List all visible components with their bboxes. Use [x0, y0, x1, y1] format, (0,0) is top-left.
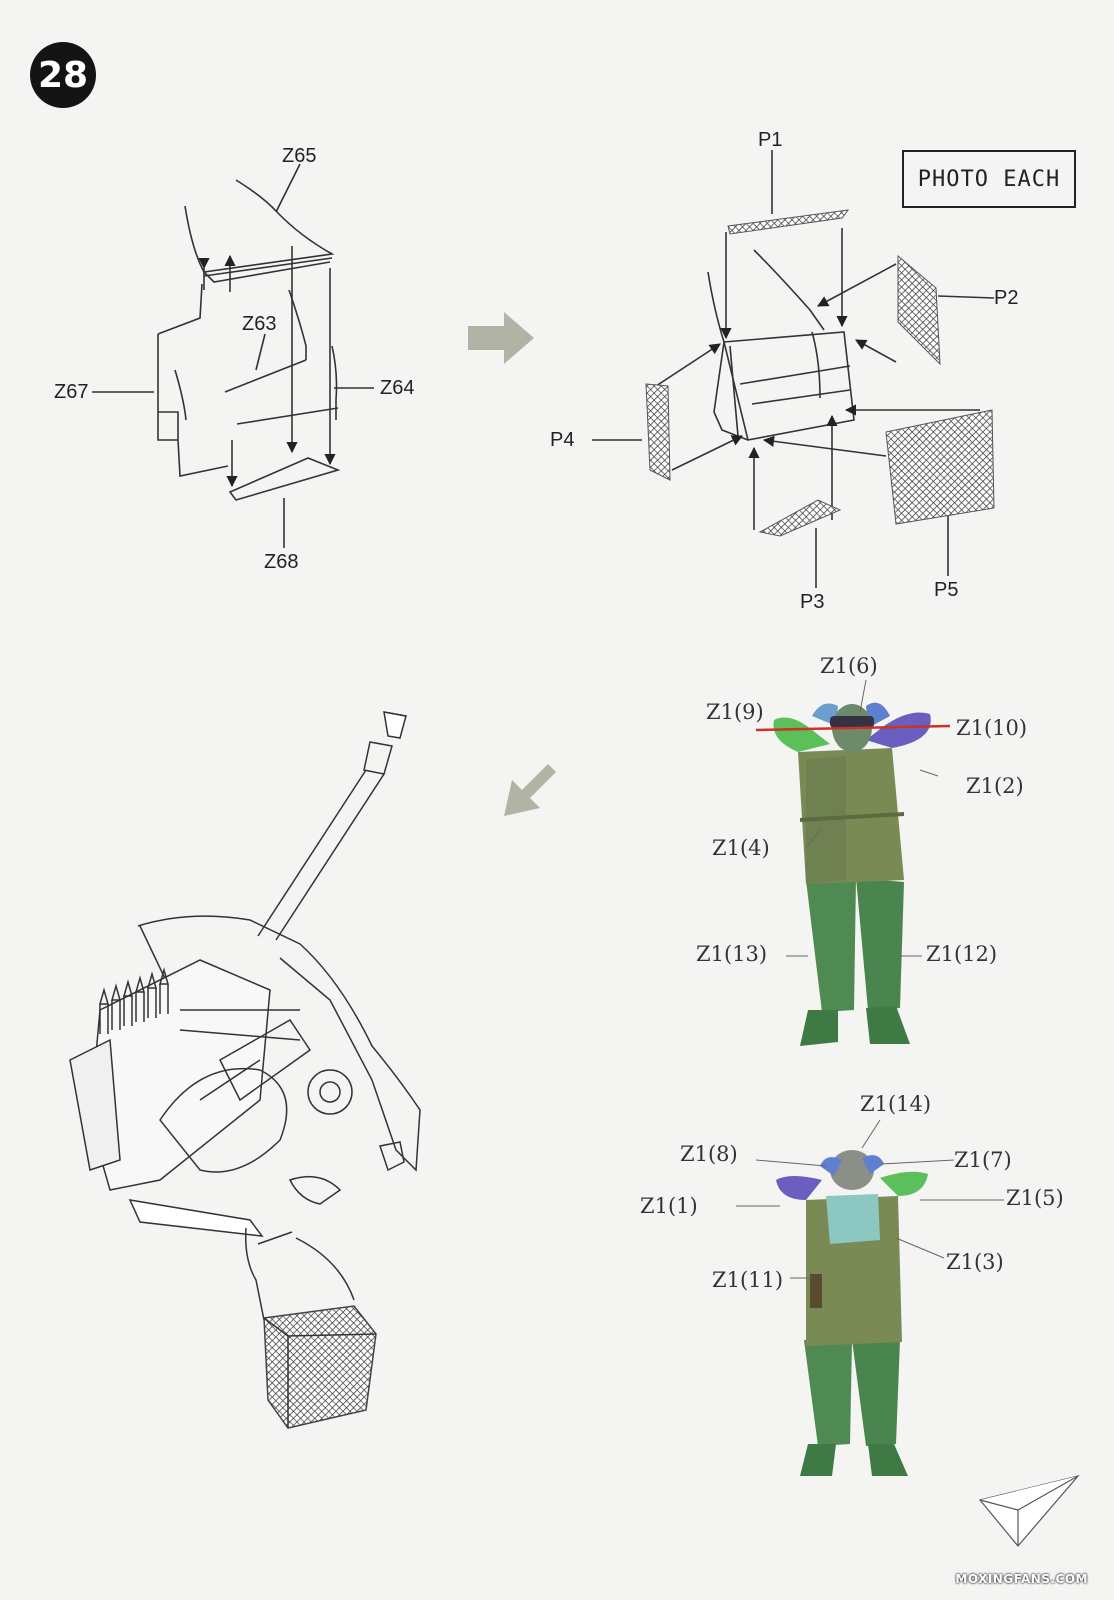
frame-parts-drawing [92, 163, 374, 548]
label-z1-7: Z1(7) [954, 1148, 1012, 1172]
mesh-panel-p3 [758, 499, 842, 537]
gun-mount-drawing [69, 711, 421, 1321]
label-z67: Z67 [54, 381, 89, 403]
flow-arrow-right [468, 312, 534, 364]
label-z1-1: Z1(1) [640, 1194, 698, 1218]
step-number-badge: 28 [30, 42, 96, 108]
ammo-rounds [99, 967, 169, 1034]
figure-back [776, 1150, 928, 1476]
label-z1-11: Z1(11) [712, 1268, 784, 1292]
watermark-text: MOXINGFANS.COM [955, 1572, 1088, 1586]
figure-front [755, 702, 951, 1046]
mesh-panel-p2 [897, 254, 941, 366]
label-z1-3: Z1(3) [946, 1250, 1004, 1274]
label-z1-2: Z1(2) [966, 774, 1024, 798]
label-z1-12: Z1(12) [926, 942, 998, 966]
mesh-panel-p4 [645, 383, 671, 481]
label-z1-14: Z1(14) [860, 1092, 932, 1116]
label-p2: P2 [994, 287, 1019, 309]
step-number: 28 [37, 54, 89, 96]
mesh-panel-p1 [727, 209, 850, 235]
label-z63: Z63 [242, 313, 277, 335]
label-z1-9: Z1(9) [706, 700, 764, 724]
watermark-plane-icon [978, 1474, 1080, 1547]
label-z1-10: Z1(10) [956, 716, 1028, 740]
label-z68: Z68 [264, 551, 299, 573]
label-z1-13: Z1(13) [696, 942, 768, 966]
mesh-frame-drawing [592, 150, 995, 588]
label-z64: Z64 [380, 377, 415, 399]
mesh-basket [263, 1305, 377, 1429]
photo-each-box: PHOTO EACH [902, 150, 1076, 208]
photo-each-text: PHOTO EACH [917, 166, 1061, 192]
label-z1-5: Z1(5) [1006, 1186, 1064, 1210]
label-p3: P3 [800, 591, 825, 613]
label-p1: P1 [758, 129, 783, 151]
label-z1-4: Z1(4) [712, 836, 770, 860]
label-z65: Z65 [282, 145, 317, 167]
label-z1-8: Z1(8) [680, 1142, 738, 1166]
label-p4: P4 [550, 429, 575, 451]
mesh-panel-p5 [885, 409, 995, 525]
label-p5: P5 [934, 579, 959, 601]
flow-arrow-down-left [504, 764, 556, 816]
label-z1-6: Z1(6) [820, 654, 878, 678]
